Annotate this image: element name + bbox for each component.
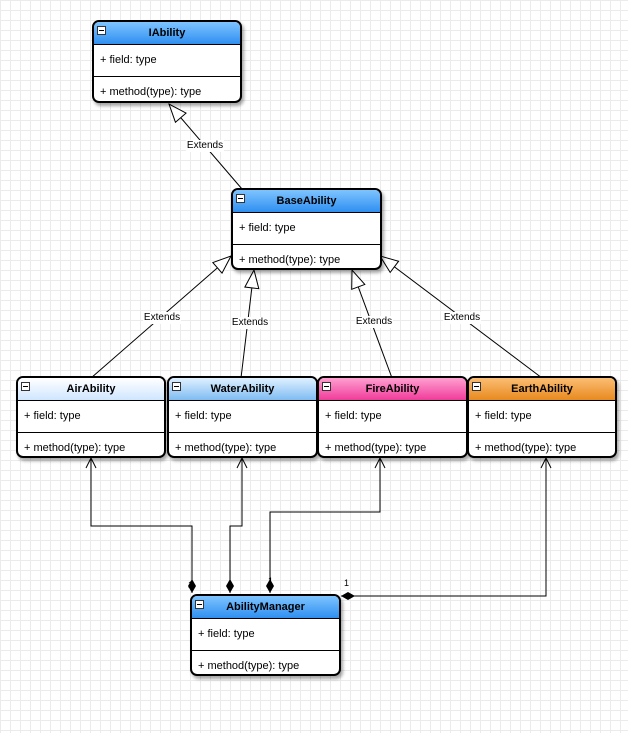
composition-edge-manager-earth bbox=[341, 458, 546, 596]
class-name: WaterAbility bbox=[210, 383, 275, 395]
class-header: AirAbility bbox=[18, 378, 164, 401]
class-header: AbilityManager bbox=[192, 596, 339, 619]
field-row: + field: type bbox=[469, 401, 615, 433]
multiplicity-label: 1 bbox=[268, 576, 274, 586]
method-row: + method(type): type bbox=[100, 86, 202, 98]
class-earth-ability[interactable]: EarthAbility + field: type + method(type… bbox=[467, 376, 617, 458]
method-row: + method(type): type bbox=[198, 660, 300, 672]
collapse-icon[interactable] bbox=[322, 382, 331, 391]
multiplicity-label: 1 bbox=[228, 580, 234, 590]
class-name: EarthAbility bbox=[511, 383, 573, 395]
composition-edge-manager-water bbox=[230, 458, 242, 593]
class-header: IAbility bbox=[94, 22, 240, 45]
extends-label: Extends bbox=[185, 140, 225, 152]
field-row: + field: type bbox=[233, 213, 380, 245]
composition-edge-manager-fire bbox=[270, 458, 380, 593]
class-name: FireAbility bbox=[365, 383, 420, 395]
class-base-ability[interactable]: BaseAbility + field: type + method(type)… bbox=[231, 188, 382, 270]
multiplicity-label: 1 bbox=[344, 578, 350, 588]
field-row: + field: type bbox=[192, 619, 339, 651]
field-row: + field: type bbox=[319, 401, 466, 433]
extends-label: Extends bbox=[354, 316, 394, 328]
method-row: + method(type): type bbox=[24, 442, 126, 454]
class-header: FireAbility bbox=[319, 378, 466, 401]
class-header: EarthAbility bbox=[469, 378, 615, 401]
collapse-icon[interactable] bbox=[21, 382, 30, 391]
class-water-ability[interactable]: WaterAbility + field: type + method(type… bbox=[167, 376, 318, 458]
class-fire-ability[interactable]: FireAbility + field: type + method(type)… bbox=[317, 376, 468, 458]
class-name: BaseAbility bbox=[276, 195, 337, 207]
class-name: AbilityManager bbox=[226, 601, 305, 613]
collapse-icon[interactable] bbox=[472, 382, 481, 391]
extends-label: Extends bbox=[142, 312, 182, 324]
field-row: + field: type bbox=[169, 401, 316, 433]
collapse-icon[interactable] bbox=[195, 600, 204, 609]
class-name: AirAbility bbox=[66, 383, 116, 395]
extends-label: Extends bbox=[442, 312, 482, 324]
method-row: + method(type): type bbox=[325, 442, 427, 454]
collapse-icon[interactable] bbox=[172, 382, 181, 391]
method-row: + method(type): type bbox=[239, 254, 341, 266]
class-name: IAbility bbox=[148, 27, 186, 39]
multiplicity-label: 1 bbox=[188, 580, 194, 590]
field-row: + field: type bbox=[94, 45, 240, 77]
field-row: + field: type bbox=[18, 401, 164, 433]
composition-edge-manager-air bbox=[91, 458, 192, 593]
method-row: + method(type): type bbox=[175, 442, 277, 454]
collapse-icon[interactable] bbox=[97, 26, 106, 35]
class-header: BaseAbility bbox=[233, 190, 380, 213]
method-row: + method(type): type bbox=[475, 442, 577, 454]
class-ability-manager[interactable]: AbilityManager + field: type + method(ty… bbox=[190, 594, 341, 676]
class-air-ability[interactable]: AirAbility + field: type + method(type):… bbox=[16, 376, 166, 458]
class-iability[interactable]: IAbility + field: type + method(type): t… bbox=[92, 20, 242, 103]
extends-label: Extends bbox=[230, 317, 270, 329]
collapse-icon[interactable] bbox=[236, 194, 245, 203]
class-header: WaterAbility bbox=[169, 378, 316, 401]
